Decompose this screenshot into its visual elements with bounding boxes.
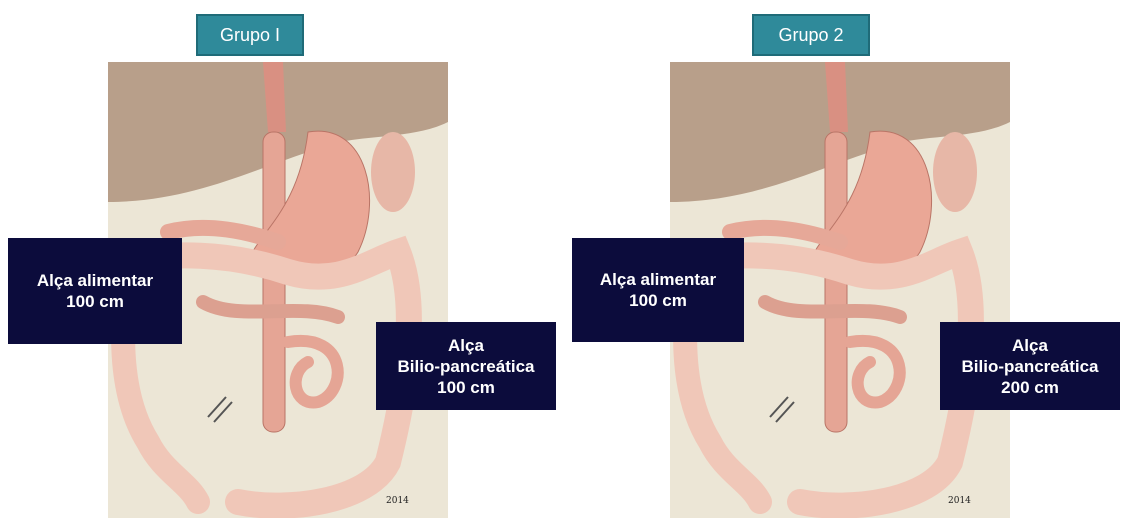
alimentar-line2: 100 cm: [572, 290, 744, 311]
group-1-panel: Grupo I 2014 Alça alimentar 100 cm Alça …: [0, 0, 560, 518]
group-2-bilio-label: Alça Bilio-pancreática 200 cm: [940, 322, 1120, 410]
group-1-bilio-label: Alça Bilio-pancreática 100 cm: [376, 322, 556, 410]
illustrator-signature: 2014: [948, 496, 971, 506]
bilio-line2: Bilio-pancreática: [376, 356, 556, 377]
bilio-line2: Bilio-pancreática: [940, 356, 1120, 377]
group-1-title-text: Grupo I: [220, 25, 280, 46]
group-2-title-text: Grupo 2: [778, 25, 843, 46]
bilio-line1: Alça: [940, 335, 1120, 356]
bilio-line3: 200 cm: [940, 377, 1120, 398]
bilio-line3: 100 cm: [376, 377, 556, 398]
alimentar-line2: 100 cm: [8, 291, 182, 312]
signature-year: 2014: [948, 496, 971, 506]
group-1-title: Grupo I: [196, 14, 304, 56]
bilio-line1: Alça: [376, 335, 556, 356]
illustrator-signature: 2014: [386, 496, 409, 506]
group-2-alimentar-label: Alça alimentar 100 cm: [572, 238, 744, 342]
group-2-panel: Grupo 2 2014 Alça alimentar 100 cm Alça …: [562, 0, 1122, 518]
alimentar-line1: Alça alimentar: [572, 269, 744, 290]
group-1-alimentar-label: Alça alimentar 100 cm: [8, 238, 182, 344]
alimentar-line1: Alça alimentar: [8, 270, 182, 291]
spleen-shape: [933, 132, 977, 212]
spleen-shape: [371, 132, 415, 212]
signature-year: 2014: [386, 496, 409, 506]
group-2-title: Grupo 2: [752, 14, 870, 56]
